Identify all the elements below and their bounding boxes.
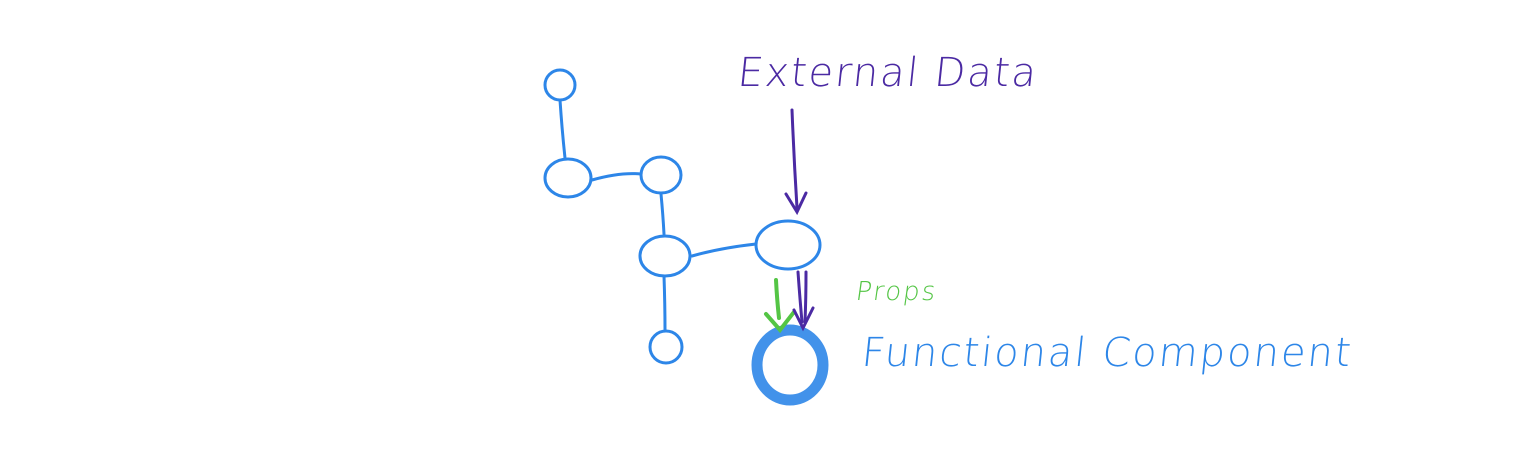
node-3 <box>639 155 683 195</box>
tree-edges <box>558 98 758 332</box>
node-4 <box>638 234 692 278</box>
edge-node-4-to-stateful-node <box>690 242 758 258</box>
edge-node-2-to-node-3 <box>590 172 643 182</box>
edge-node-3-to-node-4 <box>659 192 666 236</box>
external-data-arrow <box>784 108 808 216</box>
root-node <box>543 68 577 102</box>
edge-node-4-to-node-5 <box>662 274 667 332</box>
node-2 <box>543 157 593 199</box>
props-arrow <box>764 278 796 334</box>
tree-nodes <box>543 68 822 365</box>
edge-root-to-node-2 <box>558 98 567 160</box>
data-arrow <box>792 270 815 332</box>
functional-component-node <box>751 324 829 406</box>
functional-component-label: Functional Component <box>859 330 1356 376</box>
props-label: Props <box>853 277 940 307</box>
stateful-node <box>754 219 822 271</box>
node-5 <box>648 329 684 365</box>
external-data-label: External Data <box>735 50 1041 96</box>
